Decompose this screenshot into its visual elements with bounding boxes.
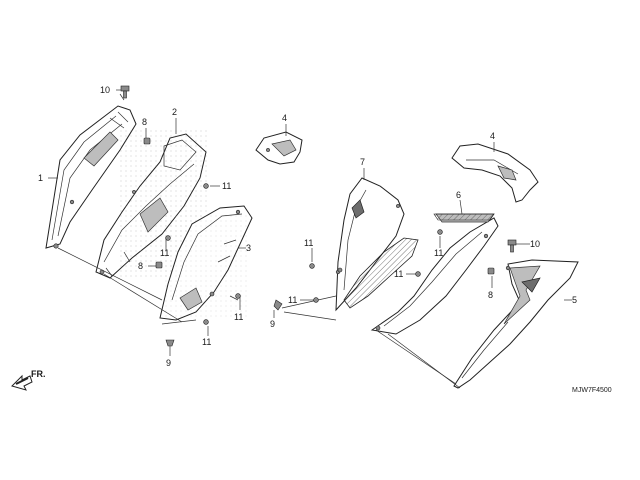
callout-9-b: 9 — [270, 319, 275, 329]
callout-8-a: 8 — [142, 117, 147, 127]
screw-11-e — [309, 263, 315, 269]
front-label: FR. — [31, 369, 46, 379]
callout-1: 1 — [38, 173, 43, 183]
screw-11-c — [235, 293, 241, 299]
part-4-bracket-left — [255, 131, 303, 165]
screw-8-a — [143, 137, 151, 145]
callout-10-right: 10 — [530, 239, 540, 249]
callout-labels: 1 2 3 4 4 5 6 7 8 8 8 9 9 10 10 11 11 11… — [38, 85, 577, 368]
callout-11-a: 11 — [222, 181, 231, 191]
callout-4-left: 4 — [282, 113, 287, 123]
callout-6: 6 — [456, 190, 461, 200]
screw-11-f — [313, 297, 319, 303]
part-1-cowl — [45, 105, 137, 249]
front-arrow-icon — [11, 374, 33, 391]
front-direction-marker: FR. — [11, 369, 46, 391]
callout-7: 7 — [360, 157, 365, 167]
screw-11-b — [165, 235, 171, 241]
screw-11-extra — [337, 267, 343, 273]
part-7-inner-panel — [335, 177, 419, 312]
fasteners — [120, 85, 517, 347]
part-5-lower-cowl — [453, 259, 579, 389]
part-6-lower-panel — [370, 213, 499, 335]
screw-11-g — [415, 271, 421, 277]
callout-8-b: 8 — [138, 261, 143, 271]
callout-11-e: 11 — [304, 238, 313, 248]
callout-5: 5 — [572, 295, 577, 305]
diagram-code: MJW7F4500 — [572, 387, 612, 394]
part-2-inner-panel — [95, 128, 210, 279]
callout-8-c: 8 — [488, 290, 493, 300]
callout-11-d: 11 — [202, 337, 211, 347]
part-4-bracket-right — [451, 143, 539, 203]
assembly-lines — [57, 247, 461, 389]
clip-9-a — [165, 339, 175, 347]
callout-10-top: 10 — [100, 85, 110, 95]
screw-8-b — [155, 261, 163, 269]
callout-11-c: 11 — [234, 312, 243, 322]
screw-11-d — [203, 319, 209, 325]
callout-11-f: 11 — [288, 295, 297, 305]
callout-11-b: 11 — [160, 248, 169, 258]
callout-9-a: 9 — [166, 358, 171, 368]
callout-11-g: 11 — [394, 269, 403, 279]
clip-9-b — [273, 299, 283, 311]
bolt-10-top — [120, 85, 130, 99]
screw-11-h — [437, 229, 443, 235]
callout-4-right: 4 — [490, 131, 495, 141]
part-3-side-cover — [159, 205, 253, 321]
callout-2: 2 — [172, 107, 177, 117]
callout-3: 3 — [246, 243, 251, 253]
leader-lines — [48, 89, 572, 356]
callout-11-h: 11 — [434, 248, 443, 258]
screw-11-a — [203, 183, 209, 189]
screw-8-c — [487, 267, 495, 275]
bolt-10-right — [507, 239, 517, 253]
